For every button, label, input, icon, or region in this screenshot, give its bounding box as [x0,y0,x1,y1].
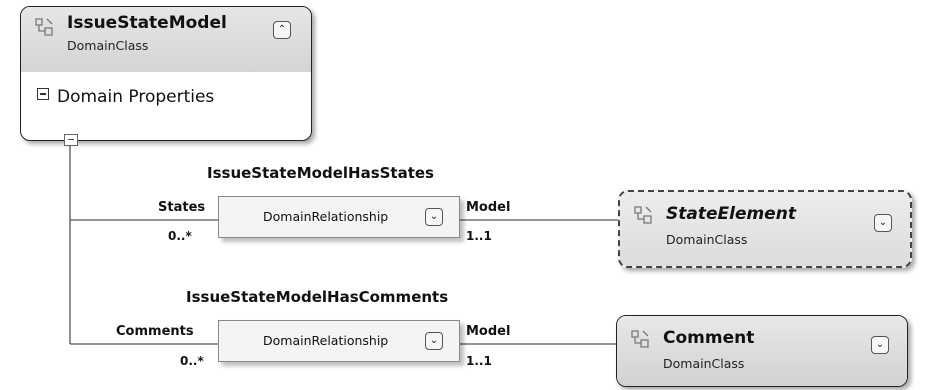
chevron-down-icon[interactable]: ⌄ [874,214,892,232]
class-state-element[interactable]: StateElement DomainClass ⌄ [618,190,912,268]
class-comment[interactable]: Comment DomainClass ⌄ [616,315,908,387]
class-kind: DomainClass [67,38,149,53]
target-multiplicity: 1..1 [466,229,492,243]
domain-class-icon [631,330,649,348]
source-multiplicity: 0..* [180,354,204,368]
target-role-label: Model [466,200,511,215]
chevron-up-icon[interactable]: ⌃ [273,21,291,39]
class-title: IssueStateModel [67,13,227,33]
collapse-section-icon[interactable] [37,88,49,100]
domain-properties-section[interactable]: Domain Properties [37,87,214,107]
source-role-label: Comments [116,324,194,339]
relationship-title: IssueStateModelHasComments [186,288,449,306]
target-role-label: Model [466,324,511,339]
relationship-box-issue-state-model-has-comments[interactable]: DomainRelationship ⌄ [218,320,460,362]
domain-class-icon [634,206,652,224]
relationship-kind: DomainRelationship [263,209,389,224]
source-role-label: States [158,200,206,215]
relationship-title: IssueStateModelHasStates [207,164,434,182]
class-title: StateElement [666,204,796,224]
target-multiplicity: 1..1 [466,354,492,368]
class-title: Comment [663,328,755,348]
class-header: IssueStateModel DomainClass ⌃ [21,7,311,72]
class-kind: DomainClass [663,356,745,371]
class-header: StateElement DomainClass ⌄ [620,192,910,266]
chevron-down-icon[interactable]: ⌄ [425,332,443,350]
expander-minus-icon[interactable] [64,134,78,146]
chevron-down-icon[interactable]: ⌄ [871,336,889,354]
class-issue-state-model[interactable]: IssueStateModel DomainClass ⌃ Domain Pro… [20,6,312,141]
relationship-kind: DomainRelationship [263,333,389,348]
domain-class-icon [35,18,53,36]
section-label: Domain Properties [57,87,215,107]
class-kind: DomainClass [666,232,748,247]
class-header: Comment DomainClass ⌄ [617,316,907,386]
chevron-down-icon[interactable]: ⌄ [425,208,443,226]
source-multiplicity: 0..* [168,229,192,243]
relationship-box-issue-state-model-has-states[interactable]: DomainRelationship ⌄ [218,196,460,238]
